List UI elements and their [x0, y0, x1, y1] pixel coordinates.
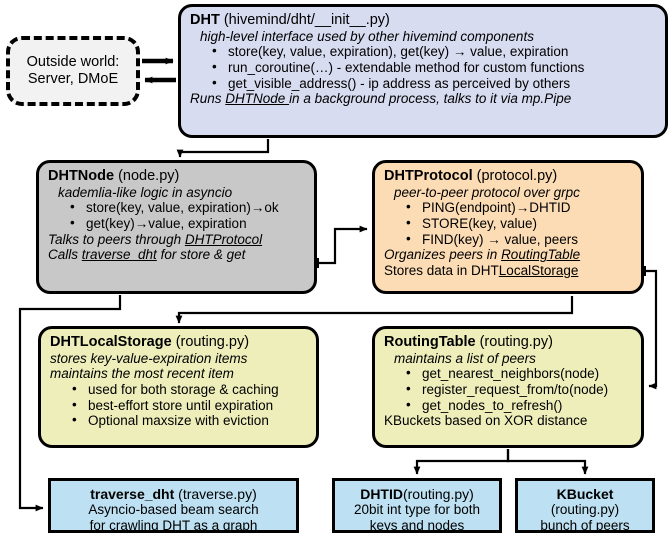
dhtnode-footer2-post: for store & get: [156, 247, 246, 263]
list-item: run_coroutine(…) - extendable method for…: [212, 59, 656, 76]
kbucket-title: KBucket: [527, 486, 643, 502]
dhtnode-footer-1: Talks to peers through DHTProtocol: [48, 232, 305, 248]
dhtprotocol-footer-2: Stores data in DHTLocalStorage: [384, 263, 632, 279]
node-dhtid[interactable]: DHTID(routing.py) 20bit int type for bot…: [332, 478, 502, 533]
localstorage-module: (routing.py): [175, 334, 250, 350]
node-traverse-dht[interactable]: traverse_dht (traverse.py) Asyncio-based…: [48, 478, 299, 533]
list-item: get(key)→value, expiration: [70, 215, 305, 232]
routingtable-title: RoutingTable (routing.py): [384, 334, 632, 351]
edge-routingtable-to-kbucket: [506, 449, 589, 475]
dhtid-module: (routing.py): [402, 486, 474, 502]
dhtprotocol-link-localstorage[interactable]: LocalStorage: [498, 263, 579, 279]
outside-world-line2: Server, DMoE: [27, 71, 119, 87]
list-item: get_nearest_neighbors(node): [406, 365, 632, 382]
list-item: PING(endpoint)→DHTID: [406, 199, 632, 216]
list-item: used for both storage & caching: [72, 381, 307, 398]
dhtnode-title: DHTNode (node.py): [48, 168, 305, 185]
kbucket-module: (routing.py): [550, 502, 620, 518]
outside-world-line1: Outside world:: [26, 54, 120, 71]
dht-footer: Runs DHTNode in a background process, ta…: [190, 91, 656, 107]
node-kbucket[interactable]: KBucket (routing.py) bunch of peers: [515, 478, 655, 533]
dhtprotocol-link-routingtable[interactable]: RoutingTable: [501, 247, 581, 263]
dhtnode-bullet-list: store(key, value, expiration)→ok get(key…: [48, 199, 305, 232]
dhtprotocol-module: (protocol.py): [476, 168, 558, 184]
dhtprotocol-footer1-pre: Organizes peers in: [384, 247, 502, 263]
node-dht[interactable]: DHT (hivemind/dht/__init__.py) high-leve…: [178, 4, 668, 138]
localstorage-bullet-list: used for both storage & caching best-eff…: [50, 381, 307, 429]
dhtnode-footer2-pre: Calls: [48, 247, 82, 263]
dht-footer-post: in a background process, talks to it via…: [289, 91, 572, 107]
kbucket-line-1: bunch of peers: [540, 517, 630, 533]
dhtprotocol-subtitle: peer-to-peer protocol over grpc: [394, 184, 580, 200]
list-item: FIND(key) → value, peers: [406, 231, 632, 248]
dht-name: DHT: [190, 12, 220, 28]
localstorage-subtitle-1: stores key-value-expiration items: [50, 350, 248, 366]
kbucket-name: KBucket: [556, 486, 614, 502]
dhtnode-name: DHTNode: [48, 168, 115, 184]
dht-footer-pre: Runs: [190, 91, 226, 107]
list-item: get_visible_address() - ip address as pe…: [212, 75, 656, 92]
list-item: STORE(key, value): [406, 215, 632, 232]
dht-title: DHT (hivemind/dht/__init__.py): [190, 12, 656, 29]
list-item: get_nodes_to_refresh(): [406, 397, 632, 414]
dhtprotocol-bullet-list: PING(endpoint)→DHTID STORE(key, value) F…: [384, 199, 632, 248]
dhtid-line-2: keys and nodes: [369, 517, 465, 533]
localstorage-name: DHTLocalStorage: [50, 334, 172, 350]
list-item: register_request_from/to(node): [406, 381, 632, 398]
node-dhtnode[interactable]: DHTNode (node.py) kademlia-like logic in…: [36, 160, 317, 294]
routingtable-bullet-list: get_nearest_neighbors(node) register_req…: [384, 365, 632, 414]
node-routingtable[interactable]: RoutingTable (routing.py) maintains a li…: [372, 326, 644, 448]
list-item: store(key, value, expiration)→ok: [70, 199, 305, 216]
traverse-line-1: Asyncio-based beam search: [88, 502, 259, 518]
routingtable-name: RoutingTable: [384, 334, 476, 350]
dhtprotocol-footer2-pre: Stores data in DHT: [384, 263, 499, 279]
traverse-title: traverse_dht (traverse.py): [60, 486, 287, 502]
dht-footer-link-dhtnode[interactable]: DHTNode: [225, 91, 290, 107]
edge-dhtprotocol-to-localstorage: [175, 296, 574, 324]
edge-routingtable-to-dhtid: [413, 449, 510, 475]
edge-dhtnode-to-dhtprotocol: [318, 225, 368, 265]
dhtnode-link-dhtprotocol[interactable]: DHTProtocol: [184, 231, 263, 247]
localstorage-title: DHTLocalStorage (routing.py): [50, 334, 307, 351]
list-item: Optional maxsize with eviction: [72, 412, 307, 429]
dhtid-name: DHTID: [360, 486, 403, 502]
node-dhtlocalstorage[interactable]: DHTLocalStorage (routing.py) stores key-…: [38, 326, 319, 448]
node-dhtprotocol[interactable]: DHTProtocol (protocol.py) peer-to-peer p…: [372, 160, 644, 294]
edge-dhtprotocol-to-routingtable: [645, 269, 658, 390]
outside-world-label: Outside world: Server, DMoE: [27, 54, 120, 88]
traverse-name: traverse_dht: [90, 486, 175, 502]
dhtnode-footer1-pre: Talks to peers through: [48, 231, 185, 247]
dhtnode-subtitle: kademlia-like logic in asyncio: [58, 184, 233, 200]
list-item: best-effort store until expiration: [72, 397, 307, 414]
dhtnode-link-traverse-dht[interactable]: traverse_dht: [81, 247, 157, 263]
dhtid-line-1: 20bit int type for both: [353, 502, 481, 518]
dhtnode-module: (node.py): [118, 168, 180, 184]
traverse-module: (traverse.py): [178, 486, 257, 502]
dhtprotocol-footer-1: Organizes peers in RoutingTable: [384, 247, 632, 263]
dhtprotocol-title: DHTProtocol (protocol.py): [384, 168, 632, 185]
edge-dht-to-dhtnode: [176, 139, 270, 158]
dht-bullet-list: store(key, value, expiration), get(key) …: [190, 43, 656, 92]
routingtable-footer: KBuckets based on XOR distance: [384, 413, 588, 429]
dht-subtitle: high-level interface used by other hivem…: [200, 28, 534, 44]
localstorage-subtitle-2: maintains the most recent item: [50, 366, 234, 382]
dhtprotocol-name: DHTProtocol: [384, 168, 473, 184]
routingtable-module: (routing.py): [479, 334, 553, 350]
routingtable-subtitle: maintains a list of peers: [394, 350, 536, 366]
node-outside-world[interactable]: Outside world: Server, DMoE: [6, 36, 140, 106]
dhtnode-footer-2: Calls traverse_dht for store & get: [48, 247, 305, 263]
list-item: store(key, value, expiration), get(key) …: [212, 43, 656, 60]
dhtid-title: DHTID(routing.py): [344, 486, 490, 502]
traverse-line-2: for crawling DHT as a graph: [89, 517, 258, 533]
dht-module: (hivemind/dht/__init__.py): [223, 12, 390, 28]
